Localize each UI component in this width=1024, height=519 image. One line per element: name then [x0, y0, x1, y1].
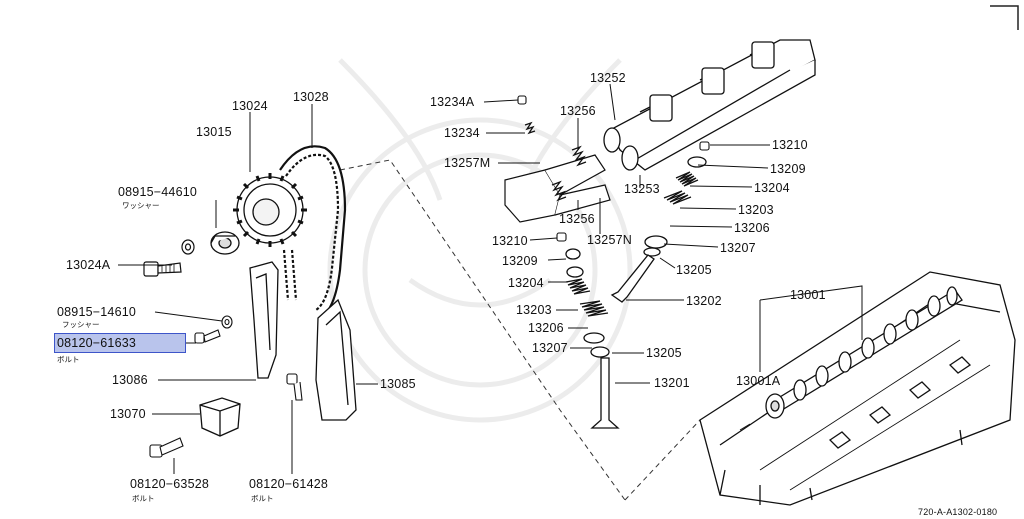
label-08915-14610[interactable]: 08915−14610 [57, 305, 137, 319]
section-dashed-outline [339, 159, 701, 501]
label-08120-61633[interactable]: 08120−61633 [57, 336, 137, 350]
chain-tensioner-arm-13085 [315, 298, 357, 421]
label-13024[interactable]: 13024 [232, 99, 268, 113]
label-washer-1: ワッシャー [122, 201, 160, 210]
label-washer-2: フッシャー [62, 320, 100, 329]
timing-chain [279, 145, 347, 319]
label-08915-44610[interactable]: 08915−44610 [118, 185, 198, 199]
washer-part [181, 239, 195, 255]
label-13001[interactable]: 13001 [790, 288, 826, 302]
label-13204-upper[interactable]: 13204 [754, 181, 790, 195]
label-13203-upper[interactable]: 13203 [738, 203, 774, 217]
label-13207-lower[interactable]: 13207 [532, 341, 568, 355]
bolt-08120-63528-part [149, 437, 184, 458]
label-13086[interactable]: 13086 [112, 373, 148, 387]
diagram-code: 720-A-A1302-0180 [918, 507, 998, 517]
small-washer-08915-14610 [221, 315, 233, 329]
rocker-shaft-assembly-13252 [603, 39, 816, 171]
label-13205-lower[interactable]: 13205 [646, 346, 682, 360]
label-13204-lower[interactable]: 13204 [508, 276, 544, 290]
cylinder-head-13001 [699, 271, 1016, 506]
label-13015[interactable]: 13015 [196, 125, 232, 139]
label-13209-upper[interactable]: 13209 [770, 162, 806, 176]
label-13256-lower[interactable]: 13256 [559, 212, 595, 226]
label-13256-upper[interactable]: 13256 [560, 104, 596, 118]
label-13234[interactable]: 13234 [444, 126, 480, 140]
leader-lines [118, 83, 863, 474]
frame-corner [990, 5, 1019, 30]
label-bolt-2: ボルト [132, 494, 155, 503]
camshaft-13001A [765, 286, 963, 419]
highlighted-part-box [54, 333, 186, 353]
label-bolt-1: ボルト [57, 355, 80, 364]
camshaft-sprocket [233, 173, 307, 247]
rocker-springs [524, 121, 587, 202]
label-13203-lower[interactable]: 13203 [516, 303, 552, 317]
exhaust-valve-13201 [590, 357, 620, 429]
label-13257N[interactable]: 13257N [587, 233, 632, 247]
label-13201[interactable]: 13201 [654, 376, 690, 390]
label-13257M[interactable]: 13257M [444, 156, 491, 170]
label-13253[interactable]: 13253 [624, 182, 660, 196]
label-13202[interactable]: 13202 [686, 294, 722, 308]
label-13028[interactable]: 13028 [293, 90, 329, 104]
label-13210-upper[interactable]: 13210 [772, 138, 808, 152]
spacer-collar [210, 231, 240, 255]
chain-guide-13086 [249, 261, 279, 379]
bolt-08120-61633-part [194, 329, 221, 344]
label-13209-lower[interactable]: 13209 [502, 254, 538, 268]
tensioner-13070 [199, 397, 241, 437]
label-08120-61428[interactable]: 08120−61428 [249, 477, 329, 491]
label-13206-lower[interactable]: 13206 [528, 321, 564, 335]
label-13001A[interactable]: 13001A [736, 374, 781, 388]
intake-valve-13202 [610, 254, 655, 303]
label-13210-lower[interactable]: 13210 [492, 234, 528, 248]
label-13206-upper[interactable]: 13206 [734, 221, 770, 235]
label-13234A[interactable]: 13234A [430, 95, 475, 109]
label-13205-upper[interactable]: 13205 [676, 263, 712, 277]
label-08120-63528[interactable]: 08120−63528 [130, 477, 210, 491]
valve-spring-stack-lower [565, 248, 610, 358]
bolt-08120-61428-part [286, 373, 303, 401]
label-13252[interactable]: 13252 [590, 71, 626, 85]
label-13085[interactable]: 13085 [380, 377, 416, 391]
label-bolt-3: ボルト [251, 494, 274, 503]
valve-spring-stack-upper [643, 156, 707, 257]
sprocket-bolt [143, 261, 182, 277]
label-13070[interactable]: 13070 [110, 407, 146, 421]
label-13207-upper[interactable]: 13207 [720, 241, 756, 255]
rocker-arm-pair [504, 154, 611, 223]
label-13024A[interactable]: 13024A [66, 258, 111, 272]
